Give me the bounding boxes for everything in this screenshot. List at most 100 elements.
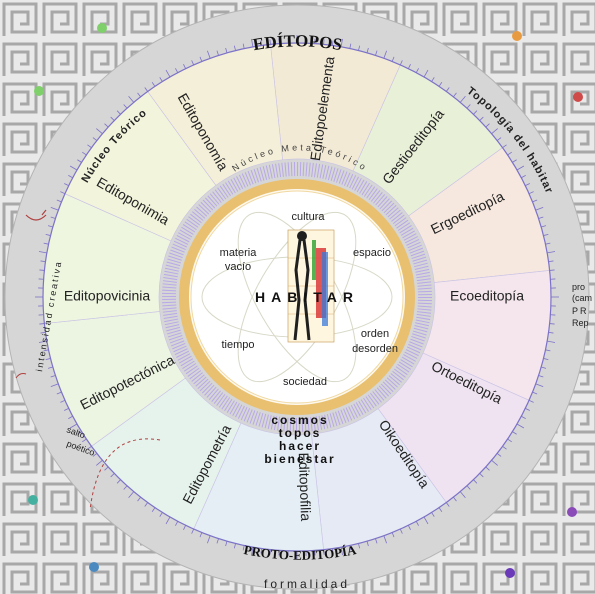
creative-arrow-small — [15, 373, 27, 379]
corner-dot-purple — [567, 507, 577, 517]
outer-tick — [50, 383, 59, 387]
outer-tick — [453, 92, 457, 98]
outer-tick — [459, 96, 466, 103]
outer-tick — [502, 144, 507, 149]
outer-tick — [473, 479, 478, 484]
outer-tick — [251, 38, 254, 47]
outer-tick — [541, 366, 547, 369]
outer-tick — [438, 507, 443, 512]
outer-tick — [50, 216, 56, 219]
sector-label: Ecoeditopía — [450, 288, 524, 304]
outer-tick — [116, 110, 121, 115]
outer-tick — [77, 159, 82, 163]
outer-tick — [532, 199, 538, 203]
outer-tick — [233, 543, 236, 549]
outer-tick — [151, 82, 156, 87]
outer-tick — [496, 453, 502, 457]
outer-tick — [207, 50, 211, 59]
outer-tick — [242, 43, 245, 49]
title: EDÍTOPOS — [252, 31, 344, 54]
outer-tick — [512, 159, 517, 163]
outer-tick — [502, 445, 507, 450]
outer-tick — [39, 323, 45, 325]
outer-tick — [383, 50, 387, 59]
outer-tick — [45, 358, 51, 361]
outer-tick — [40, 260, 46, 263]
outer-tick — [331, 548, 334, 554]
outer-tick — [399, 528, 403, 534]
outer-tick — [547, 340, 556, 343]
outer-tick — [56, 199, 62, 203]
outer-tick — [144, 87, 149, 92]
outer-tick — [331, 40, 334, 46]
outer-tick — [39, 269, 45, 271]
outer-tick — [38, 340, 47, 343]
outer-tick — [110, 116, 115, 121]
outer-tick — [516, 423, 525, 429]
center-words: cultura materia vacío espacio orden deso… — [220, 211, 398, 388]
outer-tick — [165, 69, 171, 78]
outer-tick — [549, 323, 555, 325]
inner-bottom-word: hacer — [279, 439, 321, 453]
outer-tick — [507, 438, 512, 443]
outer-tick — [453, 496, 457, 502]
outer-tick — [538, 375, 544, 378]
outer-tick — [479, 116, 484, 121]
corner-dot-violet — [505, 568, 515, 578]
outer-tick — [545, 242, 551, 245]
outer-tick — [199, 56, 203, 62]
outer-tick — [349, 545, 352, 551]
outer-tick — [77, 431, 82, 435]
outer-tick — [175, 68, 179, 73]
outer-tick — [151, 507, 156, 512]
outer-tick — [423, 69, 429, 78]
outer-tick — [548, 331, 554, 334]
outer-tick — [525, 407, 530, 411]
outer-tick — [375, 538, 378, 544]
outer-tick — [548, 260, 554, 263]
outer-tick — [69, 423, 78, 429]
outer-tick — [445, 502, 450, 507]
corner-dot-green-2 — [34, 86, 44, 96]
outer-tick — [159, 512, 163, 517]
outer-tick — [538, 216, 544, 219]
outer-tick — [92, 453, 98, 457]
outer-tick — [260, 548, 263, 554]
right-text-1: pro — [572, 282, 585, 292]
outer-tick — [549, 269, 555, 271]
outer-tick — [183, 64, 187, 69]
outer-tick — [242, 545, 245, 551]
outer-tick — [64, 183, 69, 187]
right-side-text: pro (cam PR Rep — [572, 282, 592, 328]
outer-tick — [123, 485, 128, 490]
word-espacio: espacio — [353, 247, 391, 259]
outer-tick — [47, 225, 53, 228]
outer-tick — [358, 543, 361, 549]
outer-tick — [496, 137, 502, 141]
outer-tick — [233, 45, 236, 51]
outer-tick — [175, 521, 179, 526]
right-text-2: (cam — [572, 293, 592, 303]
outer-tick — [438, 82, 443, 87]
outer-tick — [104, 123, 109, 128]
outer-tick — [507, 151, 512, 156]
outer-tick — [466, 104, 471, 109]
inner-bottom-word: topos — [279, 426, 322, 440]
outer-tick — [137, 92, 141, 98]
outer-tick — [68, 175, 73, 179]
outer-tick — [87, 144, 92, 149]
outer-tick — [82, 151, 87, 156]
outer-tick — [485, 123, 490, 128]
outer-tick — [47, 366, 53, 369]
habitar-label: HABITAR — [255, 289, 359, 305]
outer-tick — [366, 541, 369, 547]
outer-tick — [543, 358, 549, 361]
word-orden: orden — [361, 328, 389, 340]
outer-tick — [116, 479, 121, 484]
outer-tick — [431, 512, 435, 517]
outer-tick — [445, 87, 450, 92]
outer-tick — [340, 547, 343, 556]
word-materia: materia — [220, 247, 258, 259]
outer-tick — [525, 183, 530, 187]
